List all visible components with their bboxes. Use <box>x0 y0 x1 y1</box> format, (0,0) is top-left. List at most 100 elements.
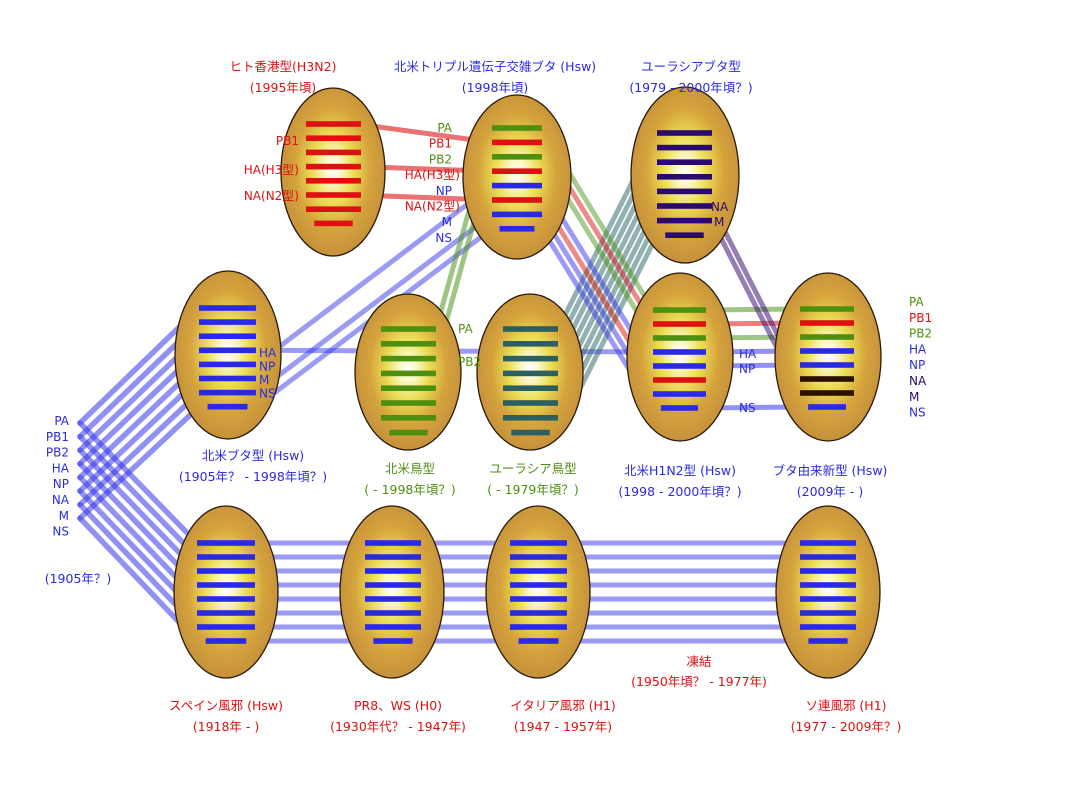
strain-title-eurasian-swine: ユーラシアブタ型 <box>641 59 741 74</box>
strain-period-na-avian: ( - 1998年頃？) <box>364 482 456 497</box>
gene-label-triple: HA(H3型) <box>405 168 460 182</box>
gene-label-new: M <box>909 390 919 404</box>
gene-label-origin: HA <box>52 461 70 475</box>
gene-label-h1n2: NS <box>739 401 756 415</box>
gene-label-new: NA <box>909 374 927 388</box>
gene-segment <box>365 624 421 630</box>
gene-segment <box>800 540 856 546</box>
strain-period-h1n2: (1998 - 2000年頃？) <box>618 484 741 499</box>
connector-na-swine-triple <box>253 183 495 367</box>
connector-na-swine-triple <box>253 211 495 396</box>
gene-segment <box>510 624 567 630</box>
gene-label-new: PB1 <box>909 311 932 325</box>
particle-na-avian <box>354 293 462 451</box>
particle-shell <box>173 505 279 679</box>
gene-segment <box>314 220 353 227</box>
gene-segment <box>306 206 361 212</box>
particle-eu-avian <box>476 293 584 451</box>
gene-segment <box>653 377 706 383</box>
gene-segment <box>197 624 255 630</box>
strain-period-na-swine: (1905年？ - 1998年頃？) <box>179 469 327 484</box>
gene-segment <box>199 347 256 354</box>
gene-label-hk: HA(H3型) <box>244 163 299 177</box>
gene-label-na-avian: PB2 <box>458 355 481 369</box>
gene-segment <box>373 638 413 644</box>
particle-shell <box>626 272 734 442</box>
gene-label-na-swine: HA <box>259 346 277 360</box>
strain-period-spanish: (1918年 - ) <box>193 719 260 734</box>
gene-segment <box>800 390 854 396</box>
gene-segment <box>197 610 255 616</box>
origin-period: (1905年？) <box>45 571 112 586</box>
gene-segment <box>653 391 706 397</box>
strain-period-triple: (1998年頃) <box>462 80 529 95</box>
gene-segment <box>800 306 854 312</box>
gene-segment <box>492 182 542 189</box>
strain-title-eu-avian: ユーラシア鳥型 <box>489 461 576 476</box>
gene-label-origin: PA <box>54 414 69 428</box>
strain-period-new: (2009年 - ) <box>797 484 864 499</box>
gene-segment <box>197 596 255 602</box>
gene-segment <box>657 159 712 165</box>
gene-label-eurasian-swine: M <box>714 215 724 229</box>
strain-title-spanish: スペイン風邪 (Hsw) <box>169 698 283 713</box>
strain-title-hk: ヒト香港型(H3N2) <box>230 59 337 74</box>
gene-label-hk: NA(N2型) <box>244 189 299 203</box>
gene-segment <box>518 638 559 644</box>
gene-label-eurasian-swine: NA <box>711 200 729 214</box>
gene-segment <box>492 168 542 174</box>
particle-triple <box>462 94 572 260</box>
gene-segment <box>199 361 256 368</box>
strain-title-soviet: ソ連風邪 (H1) <box>805 698 886 713</box>
gene-segment <box>800 596 856 602</box>
particle-shell <box>462 94 572 260</box>
freeze-period: (1950年頃？ - 1977年) <box>631 674 767 689</box>
gene-segment <box>306 135 361 141</box>
gene-segment <box>381 415 436 421</box>
strain-title-italian: イタリア風邪 (H1) <box>510 698 616 713</box>
particle-spanish <box>173 505 279 679</box>
strain-title-na-swine: 北米ブタ型 (Hsw) <box>202 448 304 463</box>
gene-segment <box>365 610 421 616</box>
gene-segment <box>381 400 436 406</box>
gene-segment <box>503 341 558 347</box>
gene-segment <box>800 376 854 382</box>
gene-segment <box>205 638 247 644</box>
particle-shell <box>280 87 386 257</box>
strain-period-soviet: (1977 - 2009年？) <box>791 719 902 734</box>
gene-segment <box>503 385 558 391</box>
gene-segment <box>800 320 854 326</box>
particle-shell <box>774 272 882 442</box>
gene-label-na-swine: NP <box>259 360 275 374</box>
gene-segment <box>306 163 361 170</box>
particle-soviet <box>775 505 881 679</box>
gene-label-triple: PA <box>437 121 452 135</box>
particle-italian <box>485 505 591 679</box>
gene-segment <box>492 211 542 218</box>
gene-segment <box>389 429 428 436</box>
gene-segment <box>306 178 361 184</box>
gene-segment <box>503 370 558 377</box>
gene-segment <box>665 232 704 238</box>
gene-segment <box>800 624 856 630</box>
gene-segment <box>503 415 558 421</box>
gene-label-origin: PB2 <box>46 446 69 460</box>
gene-segment <box>207 403 248 410</box>
gene-segment <box>197 554 255 560</box>
gene-segment <box>199 319 256 325</box>
particle-eurasian-swine <box>630 86 740 264</box>
gene-segment <box>653 307 706 313</box>
gene-segment <box>657 217 712 224</box>
particle-shell <box>339 505 445 679</box>
particle-hk <box>280 87 386 257</box>
gene-segment <box>381 341 436 347</box>
gene-segment <box>808 404 846 410</box>
freeze-label: 凍結 <box>686 654 711 669</box>
gene-label-origin: M <box>59 509 69 523</box>
gene-segment <box>503 326 558 332</box>
gene-segment <box>653 321 706 327</box>
gene-segment <box>381 385 436 391</box>
strain-title-triple: 北米トリプル遺伝子交雑ブタ (Hsw) <box>394 59 596 74</box>
particle-new <box>774 272 882 442</box>
gene-segment <box>657 174 712 180</box>
